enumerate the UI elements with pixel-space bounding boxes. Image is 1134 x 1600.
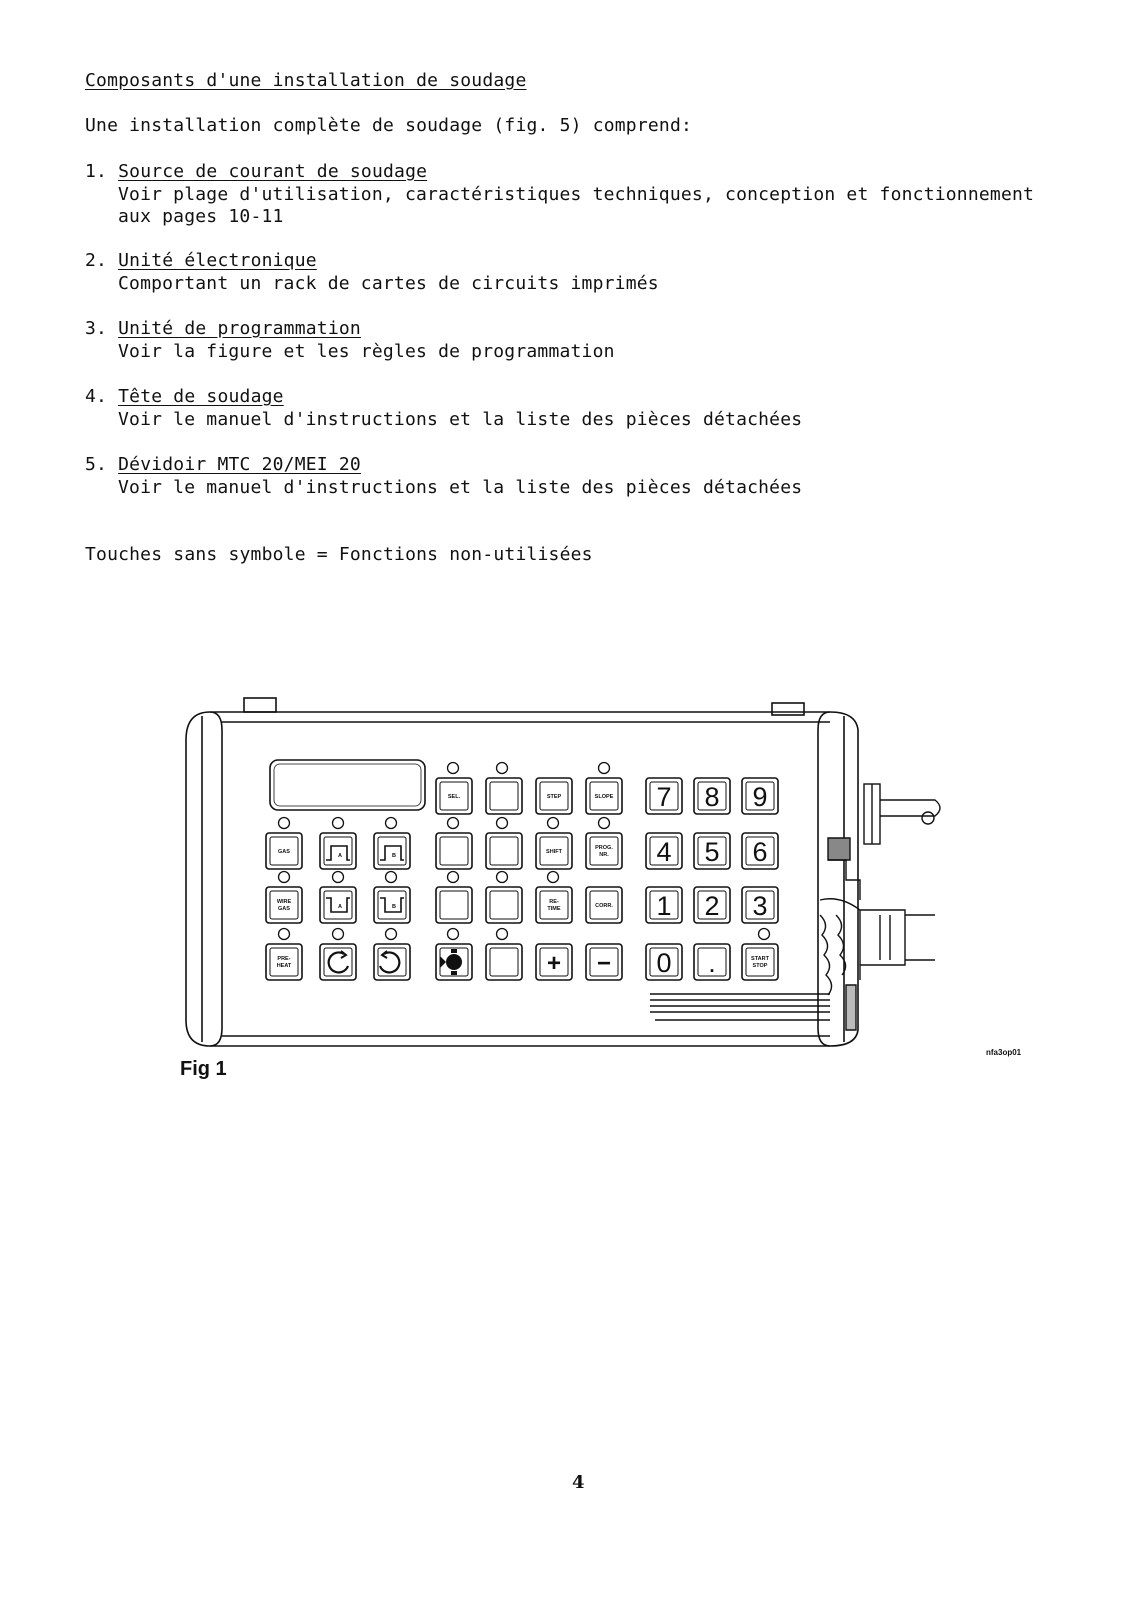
key-slope-label: SLOPE: [595, 794, 614, 800]
figure-caption: Fig 1: [180, 1058, 227, 1080]
pulse-icon: [380, 845, 404, 861]
key-wire-gas-label: WIRE: [277, 899, 292, 905]
key-3-label: 3: [752, 891, 767, 921]
key-6-label: 6: [752, 837, 767, 867]
key-gas-label: GAS: [278, 849, 290, 855]
list-item-2: 2. Unité électronique: [85, 249, 317, 272]
key-5-label: 5: [704, 837, 719, 867]
key-start-stop-label: START: [751, 956, 770, 962]
item-desc: Voir plage d'utilisation, caractéristiqu…: [118, 184, 1035, 205]
section-heading: Composants d'une installation de soudage: [85, 70, 527, 91]
note-text: Touches sans symbole = Fonctions non-uti…: [85, 544, 593, 565]
item-title: Tête de soudage: [118, 386, 284, 407]
item-desc: Comportant un rack de cartes de circuits…: [118, 273, 659, 294]
item-desc: aux pages 10-11: [118, 206, 284, 227]
key-plus-label: +: [547, 950, 561, 977]
intro-text: Une installation complète de soudage (fi…: [85, 115, 693, 136]
pulse-icon: [326, 845, 350, 861]
key-minus-label: −: [597, 950, 611, 977]
key-shift-label: SHIFT: [546, 849, 563, 855]
pulse-b-label: B: [392, 853, 396, 859]
rotate-cw-icon: [378, 951, 401, 974]
key-8-label: 8: [704, 782, 719, 812]
key-preheat-label: PRE-: [277, 956, 290, 962]
key-preheat-label: HEAT: [277, 963, 292, 969]
key-0-label: 0: [656, 948, 671, 978]
list-item-5: 5. Dévidoir MTC 20/MEI 20: [85, 453, 361, 476]
item-desc: Voir le manuel d'instructions et la list…: [118, 409, 803, 430]
key-2-label: 2: [704, 891, 719, 921]
item-desc: Voir le manuel d'instructions et la list…: [118, 477, 803, 498]
item-number: 3.: [85, 318, 108, 339]
item-title: Source de courant de soudage: [118, 161, 428, 182]
figure-reference: nfa3op01: [986, 1048, 1022, 1057]
key-dot-label: .: [708, 948, 716, 978]
key-corr-label: CORR.: [595, 903, 613, 909]
item-title: Dévidoir MTC 20/MEI 20: [118, 454, 361, 475]
pulse-low-icon: [380, 897, 404, 913]
item-title: Unité de programmation: [118, 318, 361, 339]
key-4-label: 4: [656, 837, 671, 867]
key-7-label: 7: [656, 782, 671, 812]
key-1-label: 1: [656, 891, 671, 921]
item-number: 5.: [85, 454, 108, 475]
item-number: 2.: [85, 250, 108, 271]
item-title: Unité électronique: [118, 250, 317, 271]
pulse-low-icon: [326, 897, 350, 913]
item-desc: Voir la figure et les règles de programm…: [118, 341, 615, 362]
list-item-4: 4. Tête de soudage: [85, 385, 284, 408]
pulse-a-label: A: [338, 904, 342, 910]
list-item-3: 3. Unité de programmation: [85, 317, 361, 340]
key-time-label: TIME: [547, 906, 560, 912]
key-9-label: 9: [752, 782, 767, 812]
list-item-1: 1. Source de courant de soudage: [85, 160, 427, 183]
rotate-ccw-icon: [327, 951, 350, 974]
key-time-label: RE-: [549, 899, 559, 905]
drive-icon: [440, 949, 462, 975]
item-number: 4.: [85, 386, 108, 407]
key-prog-nr-label: PROG.: [595, 845, 613, 851]
key-prog-nr-label: NR.: [599, 852, 609, 858]
pulse-b-label: B: [392, 904, 396, 910]
pulse-a-label: A: [338, 853, 342, 859]
item-number: 1.: [85, 161, 108, 182]
page-number: 4: [572, 1472, 585, 1493]
key-sel-label: SEL.: [448, 794, 461, 800]
key-wire-gas-label: GAS: [278, 906, 290, 912]
key-step-label: STEP: [547, 794, 562, 800]
key-start-stop-label: STOP: [753, 963, 768, 969]
